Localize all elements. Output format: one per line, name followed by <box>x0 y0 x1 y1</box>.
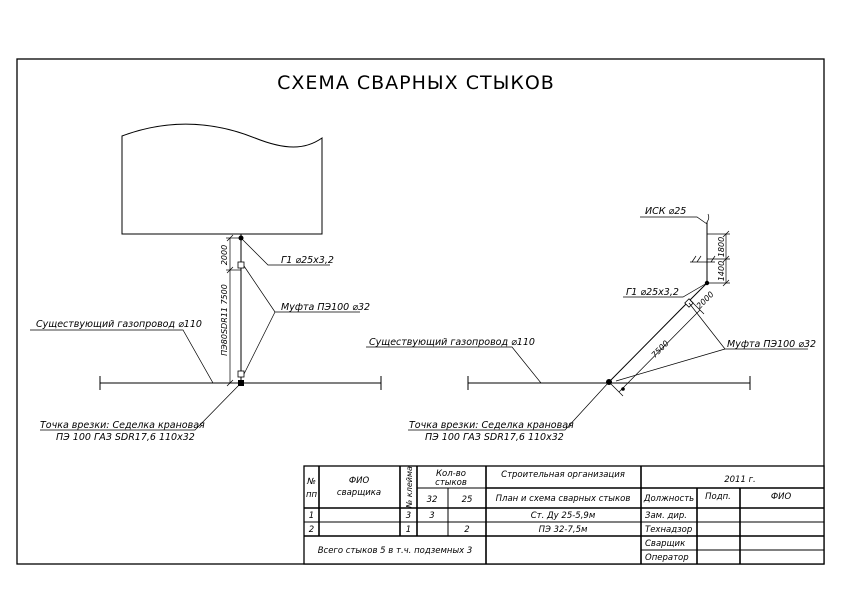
dim-diag-ext-a <box>608 381 624 397</box>
row2-c25: 2 <box>464 525 469 535</box>
dim-1400-right: 1400 <box>717 261 726 281</box>
leader-existing-left <box>30 329 214 384</box>
total-label: Всего стыков 5 в т.ч. подземных 3 <box>318 546 473 556</box>
left-scheme: 2000 ПЭ80SDR11 7500 Г1 ⌀25х3,2 Муфта ПЭ1… <box>30 123 382 443</box>
drawing-title: СХЕМА СВАРНЫХ СТЫКОВ <box>277 72 555 94</box>
plan-label: План и схема сварных стыков <box>496 494 631 504</box>
g1-label-right: Г1 ⌀25х3,2 <box>626 287 679 298</box>
leader-mufta-left-2 <box>243 311 276 375</box>
tie-in-label-left-1: Точка врезки: Седелка крановая <box>40 420 205 431</box>
h-kleimo: № клейма <box>405 466 414 509</box>
h-sign: Подп. <box>705 492 731 502</box>
dim-tick-r-bottom <box>722 279 730 287</box>
dim-diag-dot <box>621 387 625 391</box>
leader-tie-in-left <box>40 382 242 431</box>
h-fio-sig: ФИО <box>771 492 792 502</box>
dim-diag-ext-b <box>689 299 705 315</box>
year-label: 2011 г. <box>724 475 756 485</box>
row1-kleimo: 3 <box>406 511 411 521</box>
title-block-table: № пп ФИО сварщика № клейма Кол-во стыков… <box>303 465 825 565</box>
mufta-label-left: Муфта ПЭ100 ⌀32 <box>281 302 370 313</box>
tie-in-label-right-1: Точка врезки: Седелка крановая <box>409 420 574 431</box>
table-row: 1 3 3 Ст. Ду 25-5,9м <box>309 511 596 521</box>
h-pp: пп <box>306 490 318 500</box>
h-role: Должность <box>643 494 694 504</box>
mufta-label-right: Муфта ПЭ100 ⌀32 <box>727 339 816 350</box>
role-4: Оператор <box>645 553 689 563</box>
role-2: Технадзор <box>645 525 692 535</box>
h-25: 25 <box>462 495 473 505</box>
h-fio-2: сварщика <box>337 488 381 498</box>
leader-mufta-right-2 <box>615 348 726 382</box>
leader-tie-in-right <box>408 381 610 431</box>
dim-diag <box>618 309 701 393</box>
dim-tick-top <box>226 234 234 242</box>
dim-1800-right: 1800 <box>717 237 726 257</box>
row1-desc: Ст. Ду 25-5,9м <box>531 511 596 521</box>
row2-kleimo: 1 <box>406 525 411 535</box>
h-count-1: Кол-во <box>436 469 466 479</box>
g1-label-left: Г1 ⌀25х3,2 <box>281 255 334 266</box>
mufta-mark-lower <box>237 370 245 378</box>
dim-2000-right: 2000 <box>695 290 716 311</box>
building-outline <box>121 123 323 235</box>
h-fio-1: ФИО <box>349 476 370 486</box>
row2-n: 2 <box>309 525 314 535</box>
ground-hatch-2 <box>696 255 702 263</box>
dim-7500-right: 7500 <box>650 339 671 360</box>
row1-c32: 3 <box>429 511 434 521</box>
dim-pipe-left: ПЭ80SDR11 7500 <box>220 284 229 356</box>
dim-tick-r-top <box>722 230 730 238</box>
riser-cap <box>706 213 710 223</box>
tie-in-label-left-2: ПЭ 100 ГАЗ SDR17,6 110х32 <box>56 432 195 443</box>
diagonal-pipe <box>608 299 691 383</box>
org-label: Строительная организация <box>501 470 625 480</box>
mufta-mark-upper <box>237 261 245 269</box>
table-frame <box>303 465 825 565</box>
dim-tick-r-mid <box>722 255 730 263</box>
leader-isk <box>640 216 708 225</box>
ground-hatch-3 <box>710 255 716 263</box>
riser-right-diag <box>689 282 708 301</box>
existing-label-left: Существующий газопровод ⌀110 <box>36 319 202 330</box>
ground-hatch-1 <box>691 255 697 263</box>
dim-tick-mid <box>226 266 234 274</box>
h-count-2: стыков <box>435 478 467 488</box>
dim-2000-left: 2000 <box>220 245 229 265</box>
existing-label-right: Существующий газопровод ⌀110 <box>369 337 535 348</box>
row2-desc: ПЭ 32-7,5м <box>539 525 588 535</box>
leader-g1-right <box>623 282 708 298</box>
leader-existing-right <box>366 346 542 384</box>
row1-n: 1 <box>309 511 314 521</box>
tie-in-label-right-2: ПЭ 100 ГАЗ SDR17,6 110х32 <box>425 432 564 443</box>
h-no: № <box>306 477 316 487</box>
right-scheme: 7500 2000 1800 1400 ИСК ⌀25 Г1 ⌀25х3,2 М… <box>366 206 816 443</box>
isk-label: ИСК ⌀25 <box>645 206 686 217</box>
leader-g1-left <box>240 237 330 266</box>
role-3: Сварщик <box>645 539 686 549</box>
role-1: Зам. дир. <box>645 511 687 521</box>
h-32: 32 <box>427 495 438 505</box>
table-row: 2 1 2 ПЭ 32-7,5м <box>309 525 588 535</box>
